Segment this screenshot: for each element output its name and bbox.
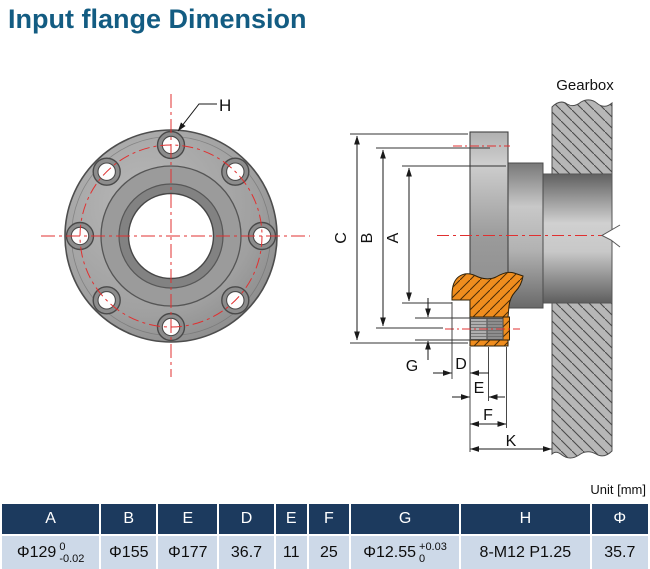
value-h: 8-M12 P1.25 — [459, 534, 592, 569]
label-d: D — [455, 356, 467, 373]
col-header-phi: Φ — [589, 502, 650, 536]
dimension-lines — [354, 135, 552, 452]
value-g: Φ12.55 +0.03 0 — [348, 534, 462, 569]
front-centerlines — [41, 94, 310, 377]
label-k: K — [506, 433, 517, 450]
label-f: F — [483, 407, 493, 424]
col-header-b: B — [99, 502, 159, 536]
value-a: Φ129 0 -0.02 — [0, 534, 102, 569]
col-header-d: D — [217, 502, 276, 536]
extension-lines — [350, 133, 507, 452]
col-header-e1: E — [156, 502, 220, 536]
value-a-upper-tol: 0 — [59, 540, 66, 553]
col-header-e2: E — [273, 502, 309, 536]
shaft-break-symbol — [600, 224, 621, 248]
value-phi: 35.7 — [589, 534, 650, 569]
label-e: E — [474, 380, 485, 397]
col-header-a: A — [0, 502, 102, 536]
value-b: Φ155 — [99, 534, 159, 569]
label-g: G — [406, 358, 418, 375]
value-e2: 11 — [273, 534, 309, 569]
value-g-main: Φ12.55 — [363, 543, 417, 561]
label-h: H — [219, 96, 231, 115]
gearbox-label: Gearbox — [556, 77, 614, 94]
page-title: Input flange Dimension — [8, 4, 307, 34]
col-header-h: H — [459, 502, 592, 536]
table-value-row: Φ129 0 -0.02 Φ155 Φ177 36.7 11 25 Φ12.55 — [0, 534, 650, 569]
value-a-lower-tol: -0.02 — [59, 552, 85, 565]
col-header-g: G — [348, 502, 462, 536]
label-c: C — [333, 232, 350, 244]
dimension-table: A B E D E F G H Φ Φ129 0 -0.02 — [0, 502, 650, 569]
col-header-f: F — [306, 502, 351, 536]
label-b: B — [359, 233, 376, 244]
value-a-main: Φ129 — [16, 543, 57, 561]
hole-callout-h: H — [177, 96, 231, 132]
value-e1: Φ177 — [156, 534, 220, 569]
table-header-row: A B E D E F G H Φ — [0, 502, 650, 536]
tapped-hole-section — [470, 318, 504, 340]
label-a: A — [385, 232, 402, 243]
side-view: C B A G D E F K Gearbox — [333, 77, 621, 459]
unit-label: Unit [mm] — [590, 482, 646, 497]
front-view: H — [41, 94, 310, 377]
value-g-upper-tol: +0.03 — [419, 540, 447, 553]
side-centerlines — [437, 145, 618, 330]
value-g-lower-tol: 0 — [419, 552, 426, 565]
pilot-shaft — [542, 173, 613, 304]
dimension-labels: C B A G D E F K — [333, 232, 517, 450]
value-d: 36.7 — [217, 534, 276, 569]
value-f: 25 — [306, 534, 351, 569]
